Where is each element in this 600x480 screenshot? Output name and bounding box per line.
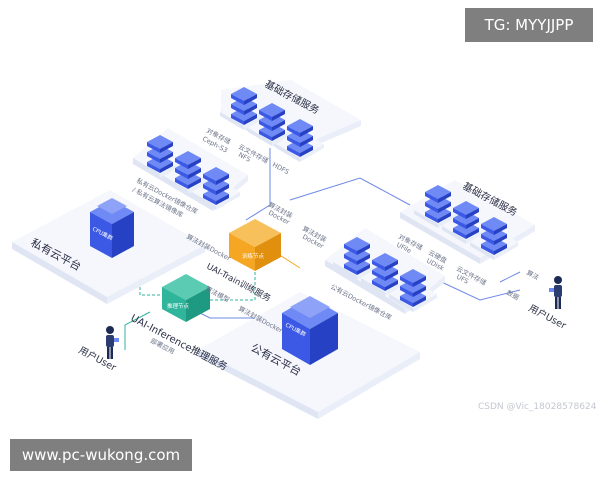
public-to-inference-line: [197, 311, 270, 319]
user-left-figure: [106, 326, 119, 359]
user-right-figure: [549, 276, 562, 309]
train-node: 训练节点: [229, 219, 281, 271]
label-hdfs: HDFS: [271, 161, 290, 176]
tg-watermark: TG: MYYJJPP: [465, 8, 593, 42]
site-watermark: www.pc-wukong.com: [10, 439, 192, 471]
label-train-service: UAI-Train训练服务: [205, 261, 273, 304]
label-algo-right: 算法: [525, 268, 541, 282]
inference-node-label: 推理节点: [167, 302, 190, 310]
center-to-right-storage-line: [289, 177, 411, 206]
label-user-right: 用户User: [527, 302, 569, 332]
right-user-data-line: [499, 271, 521, 283]
train-to-inference-line: [205, 262, 256, 301]
inference-node: 推理节点: [162, 274, 210, 322]
csdn-watermark: CSDN @Vic_18028578624: [478, 402, 597, 412]
train-node-label: 训练节点: [242, 252, 265, 260]
storage-to-private-line: [245, 148, 271, 221]
inference-to-user-line: [124, 311, 151, 350]
cpu-cluster-private: [82, 198, 142, 258]
cpu-cluster-public: [282, 296, 338, 365]
